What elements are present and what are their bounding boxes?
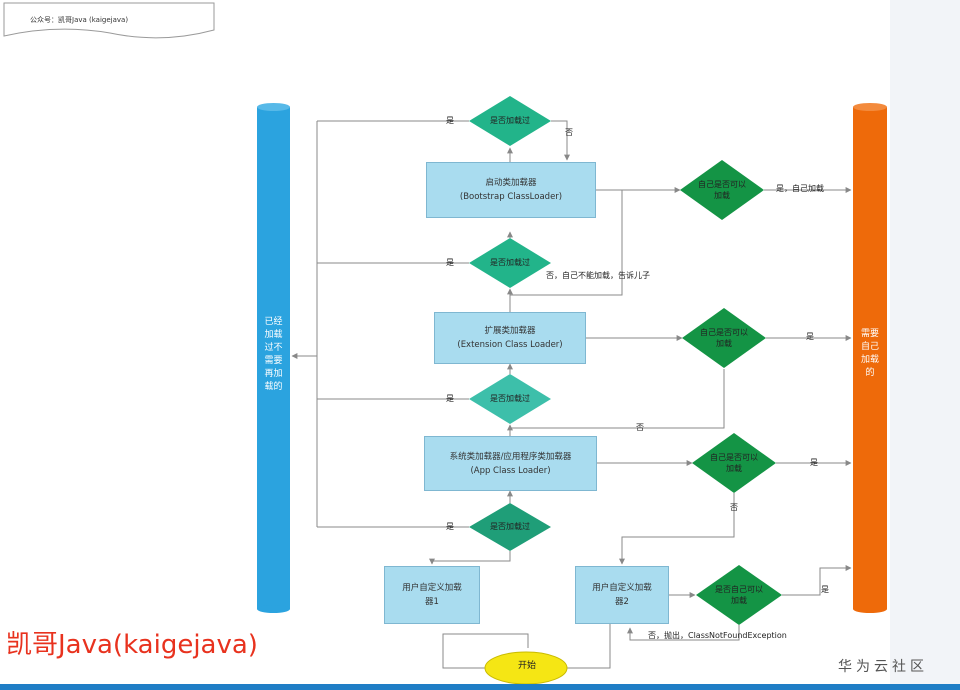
diamond-can-ext-text: 自己是否可以 加载 [700, 328, 748, 348]
label-yes-ext: 是 [446, 394, 454, 403]
diamond-can-app [692, 433, 776, 493]
extension-loader-box: 扩展类加载器 (Extension Class Loader) [434, 312, 586, 364]
user-loader-2-box: 用户自定义加载 器2 [575, 566, 669, 624]
right-bar-text: 需要 自己 加载 的 [860, 329, 879, 378]
diamond-can-app-text: 自己是否可以 加载 [710, 453, 758, 473]
diamond-can-user-text: 是否自己可以 加载 [715, 585, 763, 605]
diamond-can-ext [682, 308, 766, 368]
diamond-loaded-boot-text: 是否加载过 [490, 258, 530, 267]
account-tag [3, 2, 215, 39]
user-loader-1-box: 用户自定义加载 器1 [384, 566, 480, 624]
diamond-loaded-app [469, 503, 551, 551]
diamond-loaded-ext-text: 是否加载过 [490, 394, 530, 403]
label-yes-self-load: 是，自己加载 [776, 184, 824, 193]
right-bar [853, 103, 887, 613]
diamond-can-boot [680, 160, 764, 220]
label-yes-app: 是 [446, 522, 454, 531]
huawei-cloud-watermark: 华为云社区 [838, 659, 928, 675]
label-yes-app-right: 是 [810, 458, 818, 467]
diamond-loaded-top [469, 96, 551, 146]
left-bar [257, 103, 290, 613]
label-no-top: 否 [565, 128, 573, 137]
diamond-can-boot-text: 自己是否可以 加载 [698, 180, 746, 200]
label-no-ext: 否 [636, 423, 644, 432]
label-yes-boot: 是 [446, 258, 454, 267]
left-bar-text: 已经 加载 过不 需要 再加 载的 [264, 317, 283, 392]
label-yes-user-right: 是 [821, 585, 829, 594]
bootstrap-loader-box: 启动类加载器 (Bootstrap ClassLoader) [426, 162, 596, 218]
diamond-loaded-ext [469, 374, 551, 424]
diamond-loaded-boot [469, 238, 551, 288]
app-loader-box: 系统类加载器/应用程序类加载器 (App Class Loader) [424, 436, 597, 491]
diamond-loaded-top-text: 是否加载过 [490, 116, 530, 125]
diamond-can-user [696, 565, 782, 625]
class-loader-flowchart [257, 96, 887, 685]
label-no-tell-child: 否，自己不能加载，告诉儿子 [546, 271, 650, 280]
label-no-throw: 否，抛出，ClassNotFoundException [648, 631, 787, 640]
account-tag-text: 公众号：凯哥Java (kaigejava) [30, 16, 129, 24]
bottom-accent-bar [0, 684, 960, 690]
connectors [291, 120, 852, 669]
label-no-app: 否 [730, 503, 738, 512]
author-watermark: 凯哥Java(kaigejava) [6, 630, 258, 660]
diamond-loaded-app-text: 是否加载过 [490, 522, 530, 531]
label-yes-ext-right: 是 [806, 332, 814, 341]
right-margin-strip [890, 0, 960, 690]
start-label: 开始 [517, 661, 536, 671]
label-yes-top: 是 [446, 116, 454, 125]
